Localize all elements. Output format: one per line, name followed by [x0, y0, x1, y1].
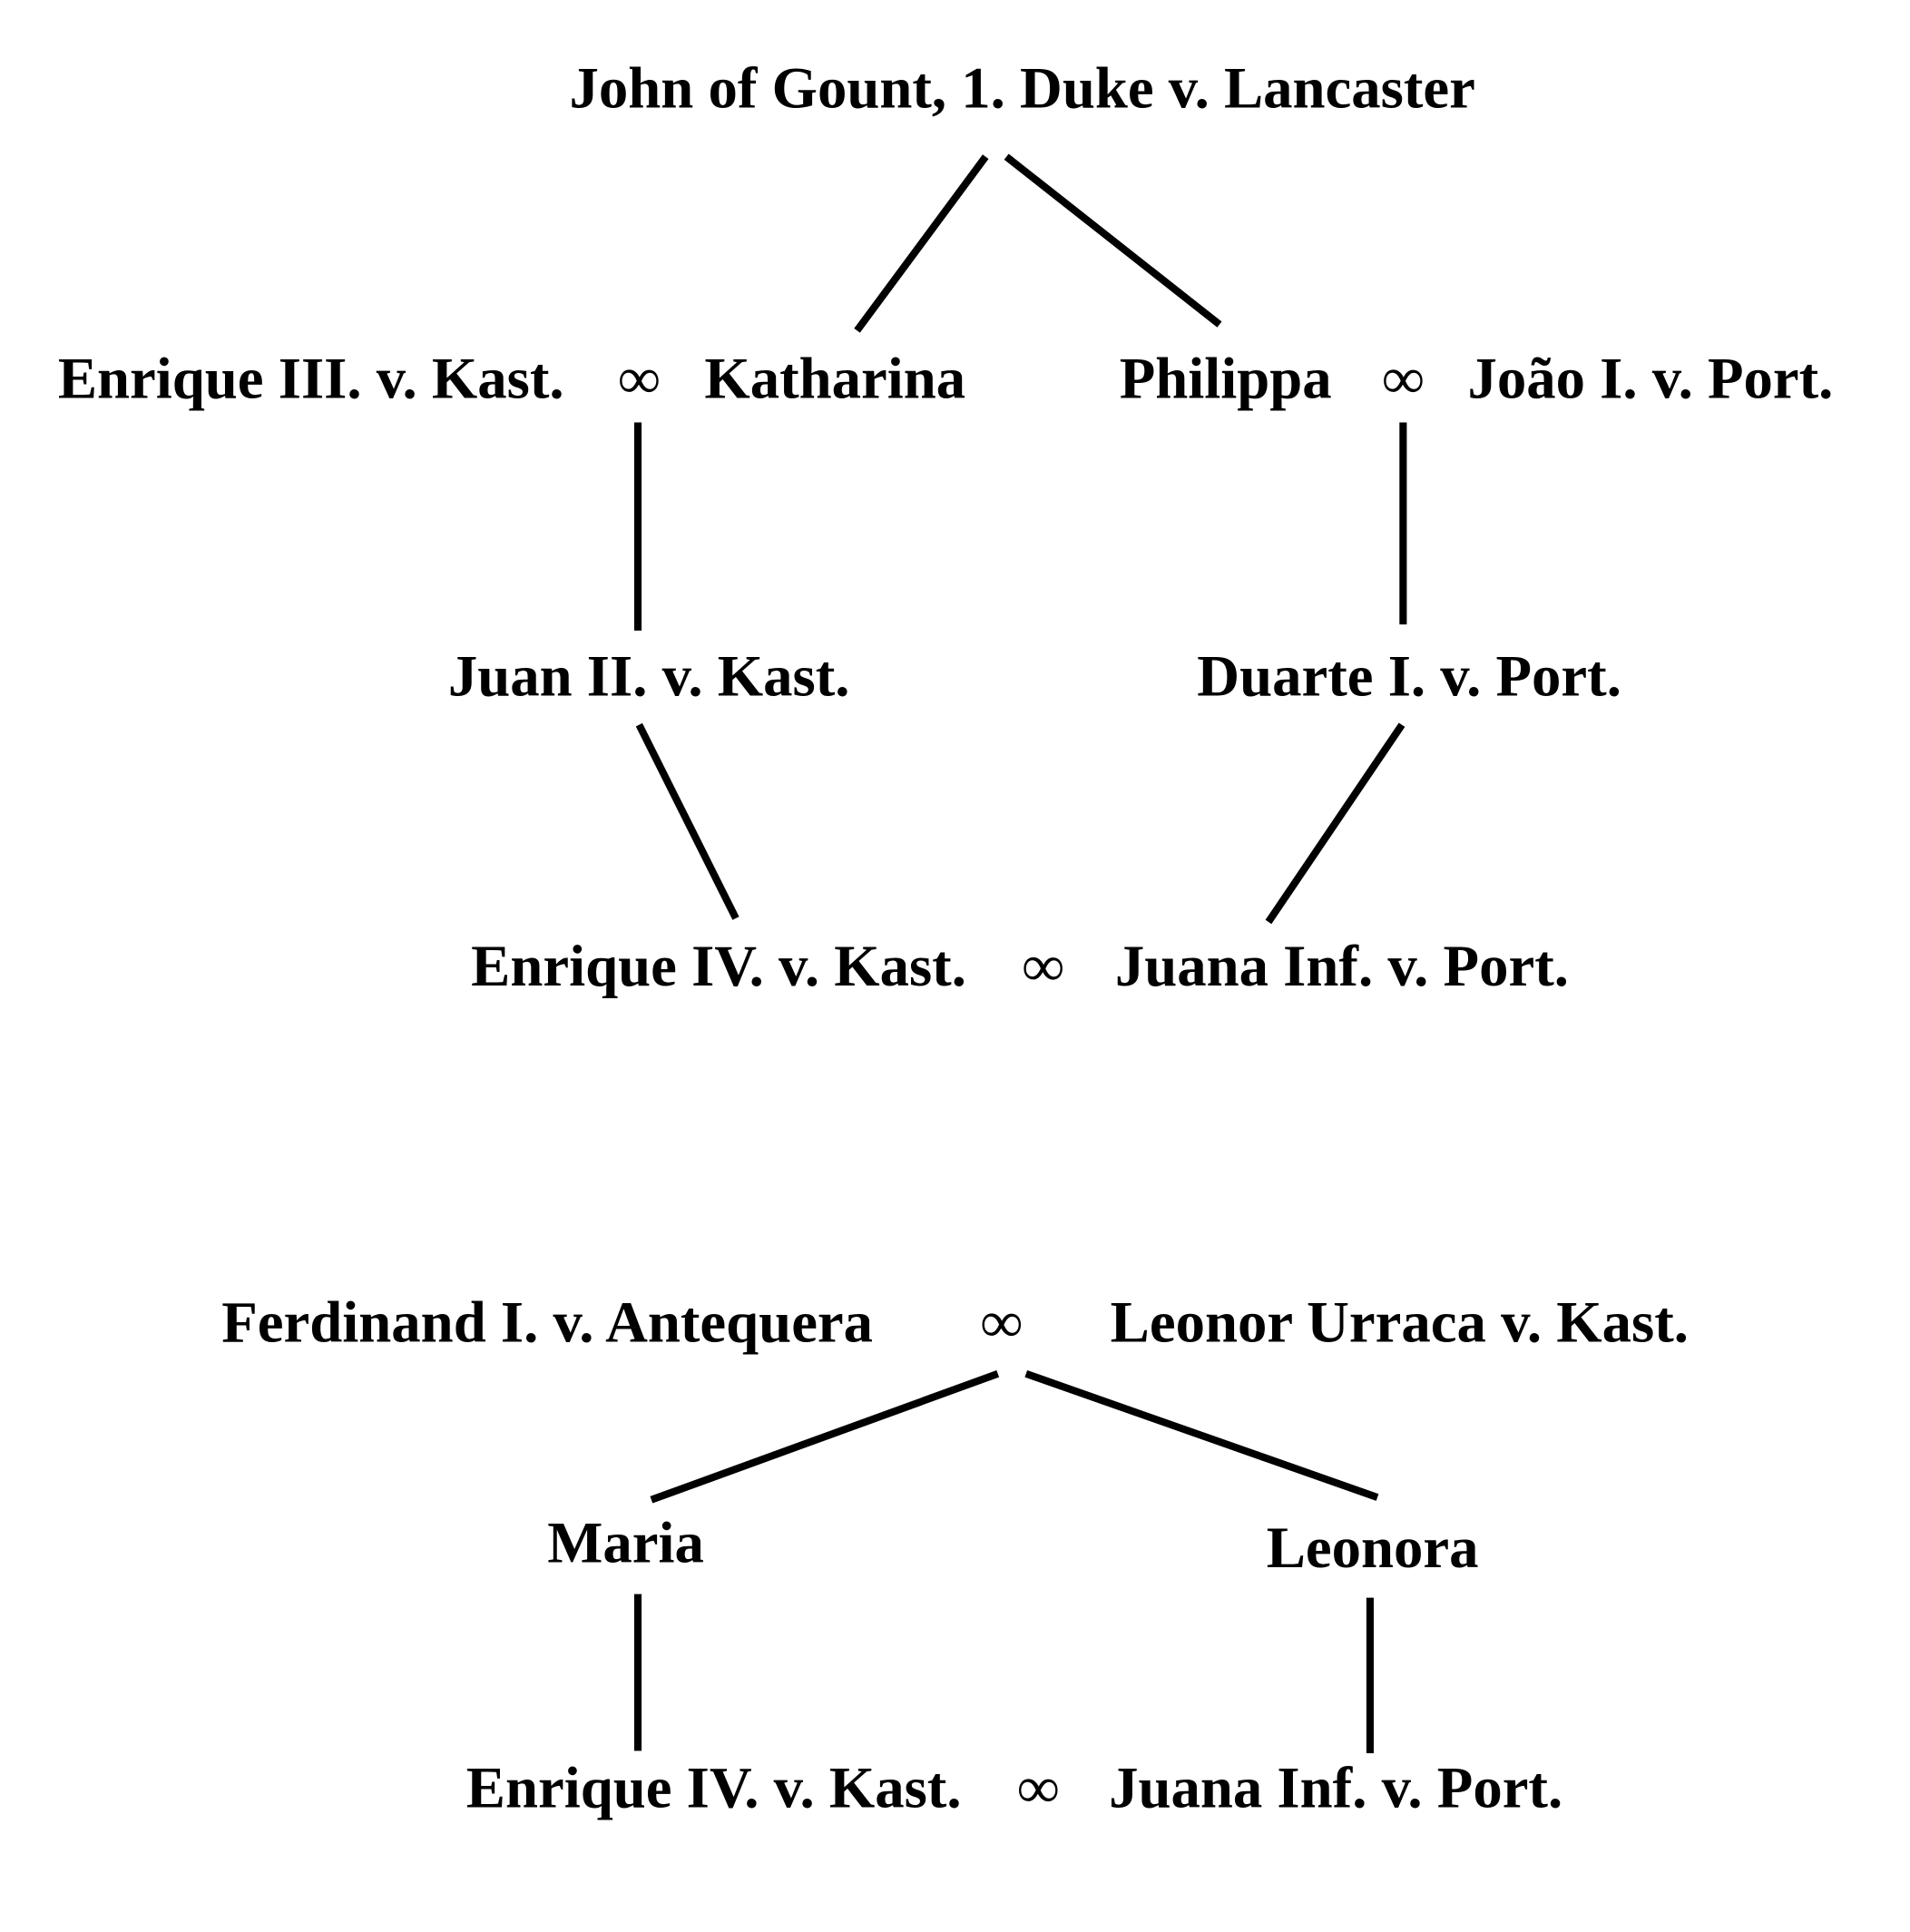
node-juan-ii: Juan II. v. Kast.	[448, 643, 850, 709]
tree-antequera: Ferdinand I. v. Antequera ∞ Leonor Urrac…	[221, 1290, 1689, 1821]
node-juana: Juana Inf. v. Port.	[1109, 1755, 1562, 1820]
node-joao-i: João I. v. Port.	[1467, 346, 1833, 411]
node-duarte-i: Duarte I. v. Port.	[1197, 643, 1621, 709]
node-leonora: Leonora	[1267, 1515, 1479, 1581]
marriage-symbol: ∞	[981, 1290, 1023, 1356]
tree-lancaster: John of Gount, 1. Duke v. Lancaster Enri…	[58, 56, 1834, 999]
node-juana: Juana Inf. v. Port.	[1115, 934, 1569, 999]
node-philippa: Philippa	[1120, 346, 1332, 411]
node-john-of-gount: John of Gount, 1. Duke v. Lancaster	[570, 56, 1475, 122]
node-katharina: Katharina	[704, 346, 965, 411]
marriage-symbol: ∞	[1382, 346, 1424, 411]
marriage-symbol: ∞	[1017, 1755, 1059, 1820]
edge-duarte-juana	[1265, 722, 1406, 925]
node-enrique-iii: Enrique III. v. Kast.	[58, 346, 564, 411]
edge-root-maria	[650, 1369, 1000, 1504]
edge-root-leonora	[1024, 1369, 1379, 1501]
node-maria: Maria	[547, 1511, 704, 1576]
marriage-symbol: ∞	[1023, 934, 1064, 999]
edge-john-philippa	[1004, 153, 1222, 328]
marriage-symbol: ∞	[618, 346, 660, 411]
node-enrique-iv: Enrique IV. v. Kast.	[471, 934, 966, 999]
node-enrique-iv: Enrique IV. v. Kast.	[466, 1755, 962, 1820]
edge-juan-enrique-iv	[635, 722, 740, 920]
node-leonor-urraca: Leonor Urraca v. Kast.	[1111, 1290, 1689, 1356]
node-ferdinand-i: Ferdinand I. v. Antequera	[221, 1290, 873, 1356]
edge-john-katharina	[854, 154, 989, 333]
